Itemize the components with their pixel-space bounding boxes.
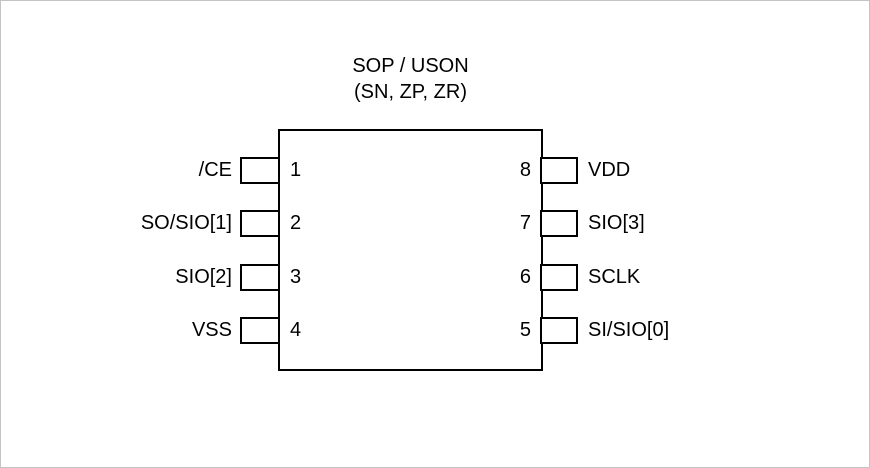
pin-5-number: 5 (519, 319, 531, 341)
pin-6-lead (540, 264, 578, 291)
pin-5-label: SI/SIO[0] (588, 319, 670, 341)
pin-5-lead (540, 317, 578, 344)
pin-2-lead (240, 210, 280, 237)
pin-1-label: /CE (198, 159, 232, 181)
pin-8-number: 8 (519, 159, 531, 181)
pin-4-label: VSS (191, 319, 232, 341)
pin-3-lead (240, 264, 280, 291)
package-title-line1: SOP / USON (352, 55, 469, 77)
pin-2-number: 2 (290, 212, 302, 234)
pin-6-label: SCLK (588, 266, 641, 288)
pin-3-label: SIO[2] (175, 266, 232, 288)
pin-4-number: 4 (290, 319, 302, 341)
pin-8-label: VDD (588, 159, 631, 181)
pin-4-lead (240, 317, 280, 344)
pin-1-number: 1 (290, 159, 302, 181)
package-title-line2: (SN, ZP, ZR) (354, 81, 467, 103)
pin-8-lead (540, 157, 578, 184)
pin-7-number: 7 (519, 212, 531, 234)
pin-3-number: 3 (290, 266, 302, 288)
package-title: SOP / USON (SN, ZP, ZR) (278, 53, 543, 105)
chip-body (278, 129, 543, 371)
pin-7-lead (540, 210, 578, 237)
pin-1-lead (240, 157, 280, 184)
pin-7-label: SIO[3] (588, 212, 645, 234)
pin-2-label: SO/SIO[1] (140, 212, 232, 234)
pin-6-number: 6 (519, 266, 531, 288)
